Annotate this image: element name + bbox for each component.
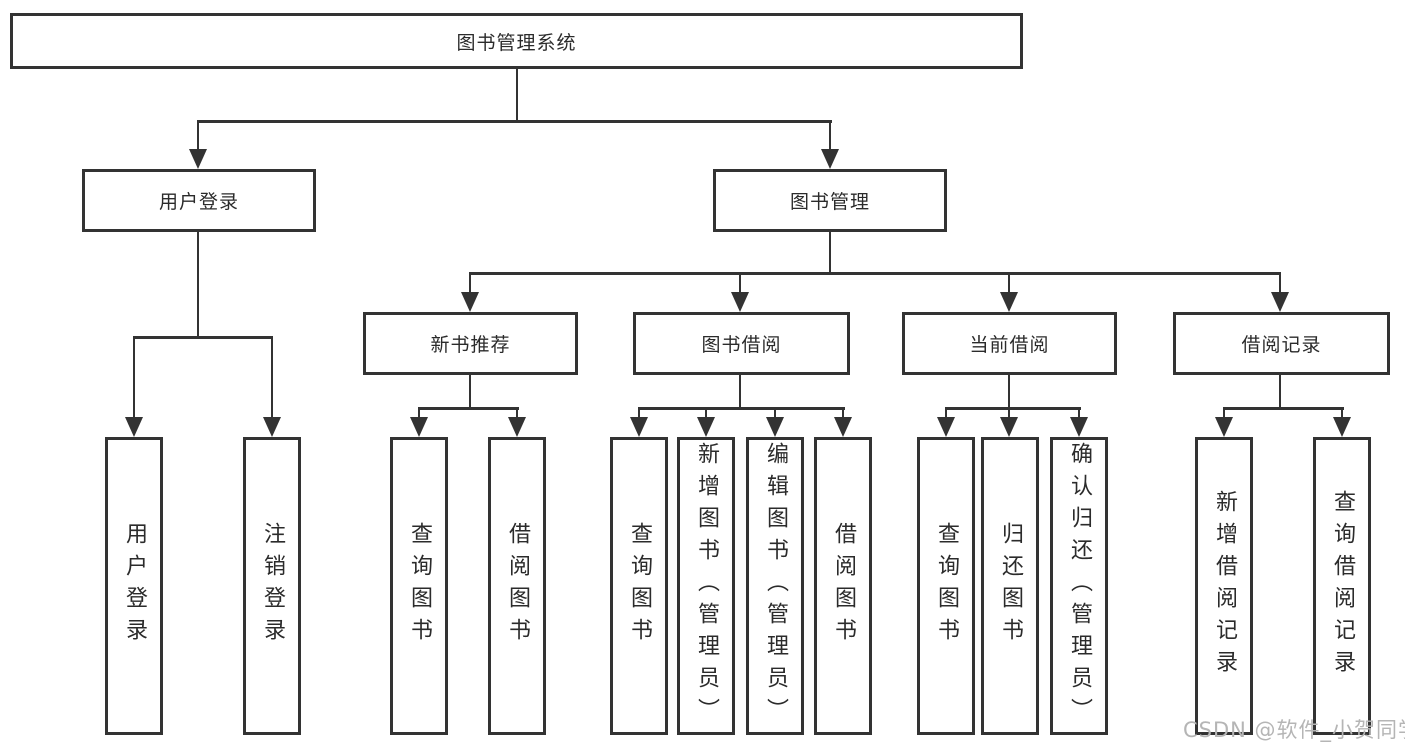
connector-line <box>1008 407 1010 419</box>
connector-line <box>469 272 1281 275</box>
node-label: 确认归还（管理员） <box>1067 442 1092 730</box>
node-label: 当前借阅 <box>969 334 1050 356</box>
connector-line <box>418 407 519 410</box>
node-leaf-edit-book-admin: 编辑图书（管理员） <box>746 437 804 735</box>
node-label: 新书推荐 <box>430 334 511 356</box>
node-label: 查询借阅记录 <box>1330 490 1355 682</box>
connector-line <box>197 232 199 339</box>
arrow-down-icon <box>1333 417 1351 437</box>
connector-line <box>739 375 741 410</box>
connector-line <box>1279 272 1281 294</box>
node-label: 图书借阅 <box>701 334 782 356</box>
node-book-borrowing: 图书借阅 <box>633 312 850 375</box>
arrow-down-icon <box>766 417 784 437</box>
node-new-book-recommend: 新书推荐 <box>363 312 578 375</box>
arrow-down-icon <box>125 417 143 437</box>
arrow-down-icon <box>937 417 955 437</box>
connector-line <box>1008 272 1010 294</box>
connector-line <box>133 336 135 419</box>
arrow-down-icon <box>1271 292 1289 312</box>
connector-line <box>197 120 199 151</box>
node-leaf-confirm-return-admin: 确认归还（管理员） <box>1050 437 1108 735</box>
node-book-management: 图书管理 <box>713 169 947 232</box>
arrow-down-icon <box>630 417 648 437</box>
connector-line <box>469 272 471 294</box>
node-leaf-add-book-admin: 新增图书（管理员） <box>677 437 735 735</box>
node-leaf-query-book-current: 查询图书 <box>917 437 975 735</box>
arrow-down-icon <box>1000 417 1018 437</box>
connector-line <box>638 407 845 410</box>
node-user-login: 用户登录 <box>82 169 316 232</box>
node-leaf-query-book-recommend: 查询图书 <box>390 437 448 735</box>
arrow-down-icon <box>263 417 281 437</box>
connector-line <box>197 120 832 123</box>
node-leaf-user-login: 用户登录 <box>105 437 163 735</box>
connector-line <box>516 68 518 120</box>
connector-line <box>829 232 831 272</box>
arrow-down-icon <box>821 149 839 169</box>
arrow-down-icon <box>731 292 749 312</box>
node-label: 查询图书 <box>934 522 959 650</box>
connector-line <box>1223 407 1225 419</box>
connector-line <box>516 407 518 419</box>
connector-line <box>1223 407 1344 410</box>
connector-line <box>945 407 1081 410</box>
node-current-borrowing: 当前借阅 <box>902 312 1117 375</box>
node-label: 借阅记录 <box>1241 334 1322 356</box>
node-borrowing-records: 借阅记录 <box>1173 312 1390 375</box>
connector-line <box>774 407 776 419</box>
arrow-down-icon <box>1070 417 1088 437</box>
node-label: 查询图书 <box>627 522 652 650</box>
node-label: 查询图书 <box>407 522 432 650</box>
node-label: 注销登录 <box>260 522 285 650</box>
node-label: 编辑图书（管理员） <box>763 442 788 730</box>
arrow-down-icon <box>697 417 715 437</box>
node-leaf-add-borrow-record: 新增借阅记录 <box>1195 437 1253 735</box>
arrow-down-icon <box>834 417 852 437</box>
node-label: 借阅图书 <box>831 522 856 650</box>
node-leaf-query-book-borrow: 查询图书 <box>610 437 668 735</box>
node-leaf-borrow-book: 借阅图书 <box>814 437 872 735</box>
connector-line <box>945 407 947 419</box>
node-label: 新增借阅记录 <box>1212 490 1237 682</box>
node-label: 借阅图书 <box>505 522 530 650</box>
arrow-down-icon <box>189 149 207 169</box>
arrow-down-icon <box>508 417 526 437</box>
connector-line <box>1008 375 1010 410</box>
connector-line <box>1078 407 1080 419</box>
connector-line <box>705 407 707 419</box>
node-root: 图书管理系统 <box>10 13 1023 69</box>
node-label: 用户登录 <box>122 522 147 650</box>
arrow-down-icon <box>410 417 428 437</box>
connector-line <box>1279 375 1281 410</box>
node-leaf-return-book: 归还图书 <box>981 437 1039 735</box>
node-label: 图书管理系统 <box>456 31 577 54</box>
node-label: 图书管理 <box>789 191 870 213</box>
node-label: 新增图书（管理员） <box>694 442 719 730</box>
connector-line <box>418 407 420 419</box>
connector-line <box>1341 407 1343 419</box>
csdn-watermark: CSDN @软件_小贺同学 <box>1183 718 1405 742</box>
node-leaf-borrow-book-recommend: 借阅图书 <box>488 437 546 735</box>
node-label: 归还图书 <box>998 522 1023 650</box>
connector-line <box>739 272 741 294</box>
node-leaf-query-borrow-record: 查询借阅记录 <box>1313 437 1371 735</box>
arrow-down-icon <box>1000 292 1018 312</box>
connector-line <box>133 336 273 339</box>
connector-line <box>842 407 844 419</box>
node-leaf-logout: 注销登录 <box>243 437 301 735</box>
arrow-down-icon <box>461 292 479 312</box>
connector-line <box>469 375 471 410</box>
arrow-down-icon <box>1215 417 1233 437</box>
connector-line <box>829 120 831 151</box>
connector-line <box>638 407 640 419</box>
node-label: 用户登录 <box>158 191 239 213</box>
connector-line <box>271 336 273 419</box>
